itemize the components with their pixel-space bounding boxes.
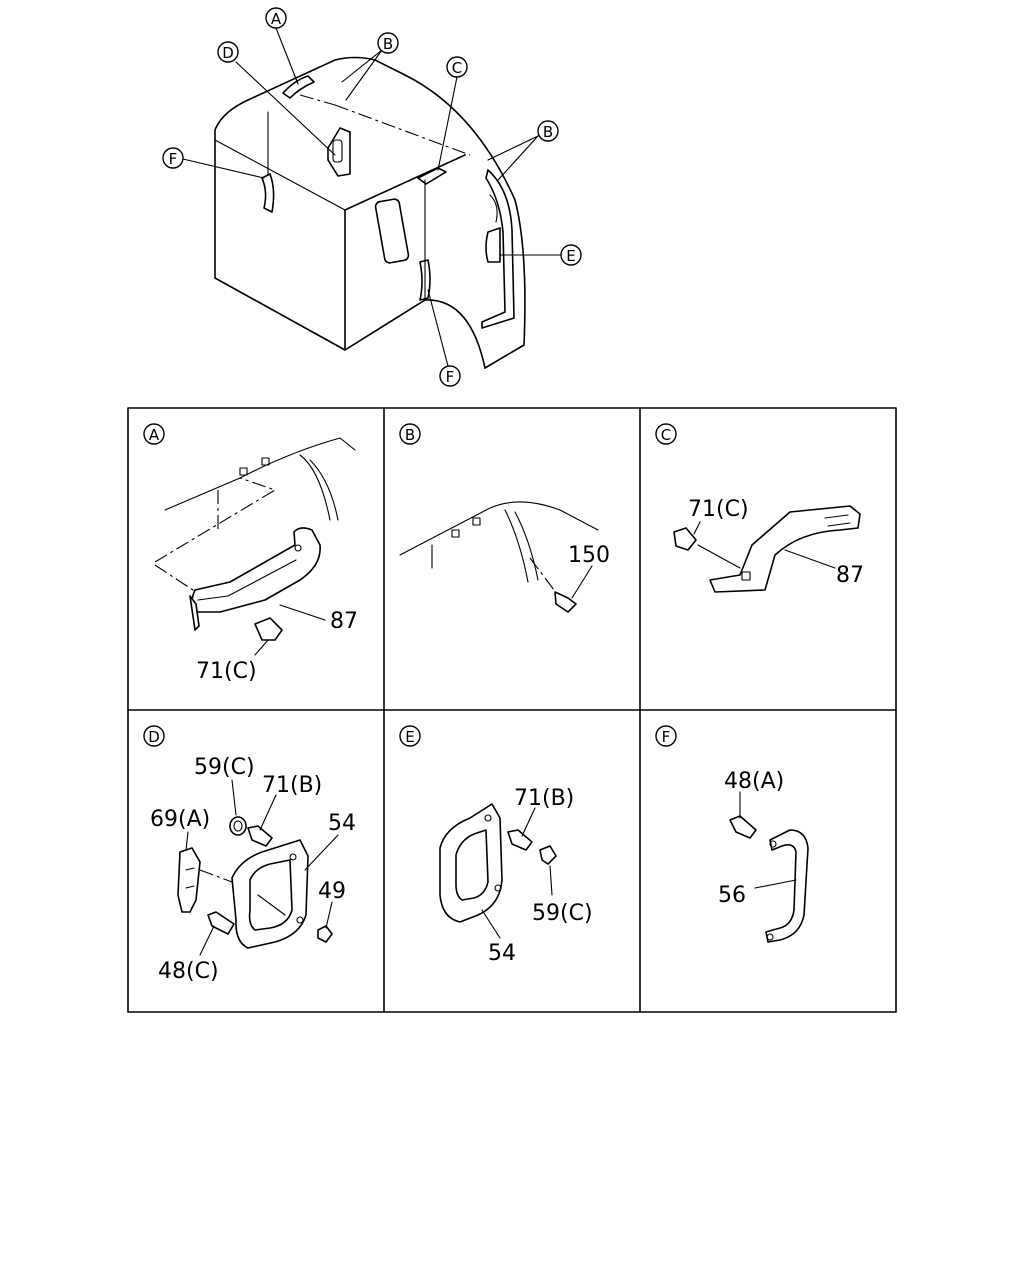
callout-f-bottom-label: F <box>446 368 455 386</box>
panel-b: B 150 <box>399 423 610 613</box>
label-87-c: 87 <box>836 563 864 588</box>
label-69a: 69(A) <box>150 807 210 832</box>
callout-a-label: A <box>271 10 282 28</box>
panel-a-letter-text: A <box>149 426 160 444</box>
bolt-71c-c <box>673 527 697 551</box>
bolt-71c-a <box>254 617 283 641</box>
panel-c-letter-text: C <box>661 426 671 444</box>
label-87-a: 87 <box>330 609 358 634</box>
bracket-69a <box>177 847 201 913</box>
panel-b-letter-text: B <box>405 426 415 444</box>
panel-a-letter <box>143 423 165 445</box>
nut-49 <box>317 925 333 943</box>
detail-grid <box>127 407 897 1013</box>
callout-b-right-label: B <box>543 123 553 141</box>
washer-59c <box>229 816 247 836</box>
panel-c: C 71(C) 87 <box>655 423 864 593</box>
label-54-d: 54 <box>328 811 356 836</box>
callout-b-top-label: B <box>383 35 393 53</box>
panel-e-letter <box>399 725 421 747</box>
callout-a[interactable] <box>265 7 287 29</box>
label-48c: 48(C) <box>158 959 219 984</box>
label-71c-a: 71(C) <box>196 659 257 684</box>
panel-a: A 87 71(C) <box>143 423 358 684</box>
label-150: 150 <box>568 543 610 568</box>
callout-c-label: C <box>452 59 462 77</box>
handle-c <box>417 167 447 185</box>
label-49: 49 <box>318 879 346 904</box>
label-48a: 48(A) <box>724 769 784 794</box>
callout-b-top[interactable] <box>377 32 399 54</box>
label-54-e: 54 <box>488 941 516 966</box>
handle-e <box>485 227 501 263</box>
clip-150 <box>554 591 577 613</box>
grab-handle-87-c <box>709 505 861 593</box>
cab-overview <box>214 56 526 369</box>
handle-f-left <box>261 173 275 213</box>
label-71c-c: 71(C) <box>688 497 749 522</box>
panel-d-letter-text: D <box>148 728 160 746</box>
label-59c-e: 59(C) <box>532 901 593 926</box>
grab-handle-87-a <box>191 527 321 613</box>
callout-d[interactable] <box>217 41 239 63</box>
bolt-71b-d <box>247 825 273 847</box>
bolt-48a <box>729 815 757 839</box>
callout-f-left[interactable] <box>162 147 184 169</box>
panel-d: D 69(A) 59(C) 71(B) 54 49 48(C) <box>143 725 356 984</box>
callout-e[interactable] <box>560 244 582 266</box>
callout-d-label: D <box>222 44 234 62</box>
panel-f: F 48(A) 56 <box>655 725 809 943</box>
label-71b-d: 71(B) <box>262 773 322 798</box>
panel-d-letter <box>143 725 165 747</box>
callout-f-bottom[interactable] <box>439 365 461 387</box>
bolt-71b-e <box>507 829 533 851</box>
handle-d <box>327 127 351 177</box>
panel-b-letter <box>399 423 421 445</box>
overview-callouts: A B D C B F E F <box>162 7 582 387</box>
grab-handle-56 <box>765 829 809 943</box>
bolt-48c <box>207 911 235 935</box>
cap-59c-e <box>539 845 557 865</box>
callout-b-right[interactable] <box>537 120 559 142</box>
handle-a <box>282 75 315 99</box>
callout-f-left-label: F <box>169 150 178 168</box>
panel-f-letter-text: F <box>662 728 671 746</box>
callout-e-label: E <box>566 247 575 265</box>
panel-e: E 71(B) 59(C) 54 <box>399 725 593 966</box>
label-56: 56 <box>718 883 746 908</box>
panel-e-letter-text: E <box>405 728 414 746</box>
label-59c-d: 59(C) <box>194 755 255 780</box>
panel-f-letter <box>655 725 677 747</box>
callout-c[interactable] <box>446 56 468 78</box>
panel-c-letter <box>655 423 677 445</box>
label-71b-e: 71(B) <box>514 786 574 811</box>
